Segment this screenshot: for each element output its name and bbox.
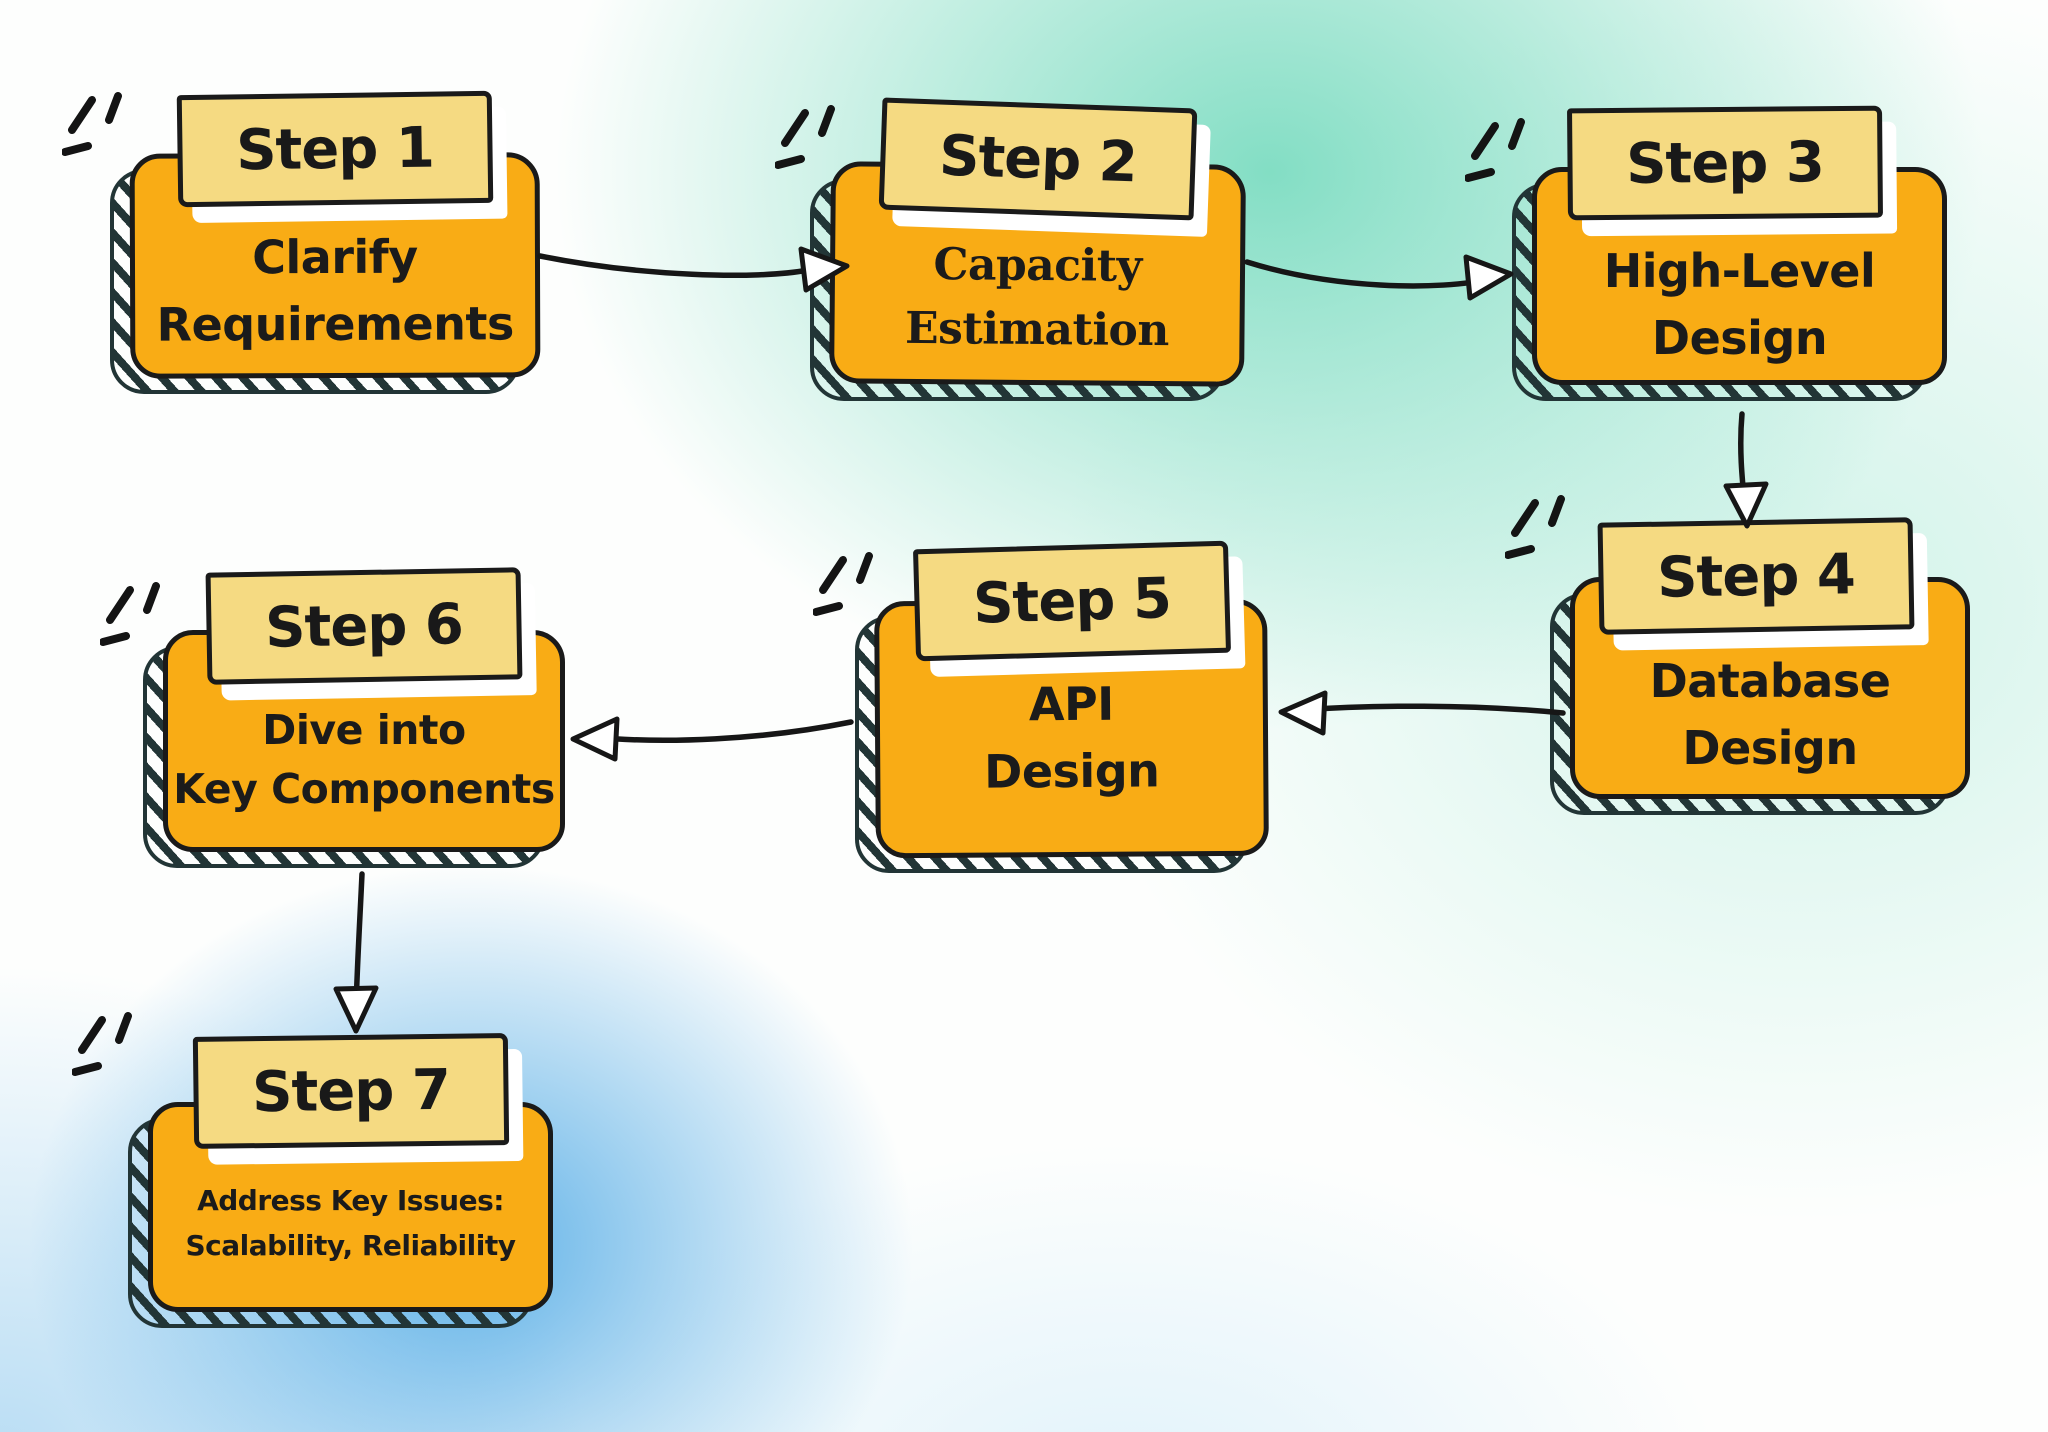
step-6-label: Step 6 <box>205 567 523 685</box>
arrow-step1-to-step2 <box>537 246 850 293</box>
step-1-group: Clarify Requirements Step 1 <box>62 90 541 394</box>
step-6-text-line: Dive into <box>262 706 466 754</box>
step-4-text-line: Design <box>1682 720 1858 775</box>
step-2-group: Capacity Estimation Step 2 <box>775 97 1246 401</box>
step-1-label-text: Step 1 <box>235 115 435 183</box>
sparkle-icon <box>1465 118 1525 182</box>
sparkle-icon <box>775 105 835 169</box>
step-7-text-line: Address Key Issues: <box>197 1184 504 1217</box>
step-1-text-line: Clarify <box>252 229 418 285</box>
step-4-text-line: Database <box>1649 654 1891 708</box>
step-1-text-line: Requirements <box>156 296 514 352</box>
step-2-label: Step 2 <box>878 97 1197 221</box>
step-4-group: Database Design Step 4 <box>1505 495 1970 815</box>
step-3-text-line: Design <box>1651 310 1828 365</box>
step-3-text-line: High-Level <box>1603 244 1876 298</box>
step-6-text-line: Key Components <box>173 765 555 814</box>
arrow-step6-to-step7 <box>333 871 379 1034</box>
step-3-label-text: Step 3 <box>1625 129 1824 197</box>
sparkle-icon <box>813 552 873 616</box>
arrow-step2-to-step3 <box>1244 254 1514 301</box>
arrow-step3-to-step4 <box>1723 411 1769 529</box>
step-7-text-line: Scalability, Reliability <box>185 1228 516 1262</box>
arrow-step4-to-step5 <box>1278 690 1566 736</box>
step-5-text-line: API <box>1028 676 1114 732</box>
step-3-label: Step 3 <box>1566 105 1883 221</box>
step-2-text-line: Capacity <box>933 239 1142 292</box>
step-2-text-line: Estimation <box>904 302 1170 356</box>
step-6-label-text: Step 6 <box>264 591 464 661</box>
step-5-text-line: Design <box>983 743 1160 799</box>
step-7-group: Address Key Issues: Scalability, Reliabi… <box>72 1012 553 1328</box>
step-7-label: Step 7 <box>192 1033 509 1149</box>
step-2-label-text: Step 2 <box>937 123 1138 195</box>
sparkle-icon <box>72 1012 132 1076</box>
step-5-group: API Design Step 5 <box>813 540 1269 873</box>
arrow-step5-to-step6 <box>570 716 854 762</box>
step-7-label-text: Step 7 <box>251 1057 450 1125</box>
step-3-group: High-Level Design Step 3 <box>1465 105 1947 401</box>
step-5-label: Step 5 <box>912 540 1231 662</box>
step-4-label-text: Step 4 <box>1656 541 1856 611</box>
sparkle-icon <box>100 582 160 646</box>
sparkle-icon <box>1505 495 1565 559</box>
step-5-label-text: Step 5 <box>971 565 1172 637</box>
step-6-group: Dive into Key Components Step 6 <box>100 567 565 868</box>
step-4-label: Step 4 <box>1597 517 1915 635</box>
step-1-label: Step 1 <box>176 90 494 208</box>
sparkle-icon <box>62 92 122 156</box>
